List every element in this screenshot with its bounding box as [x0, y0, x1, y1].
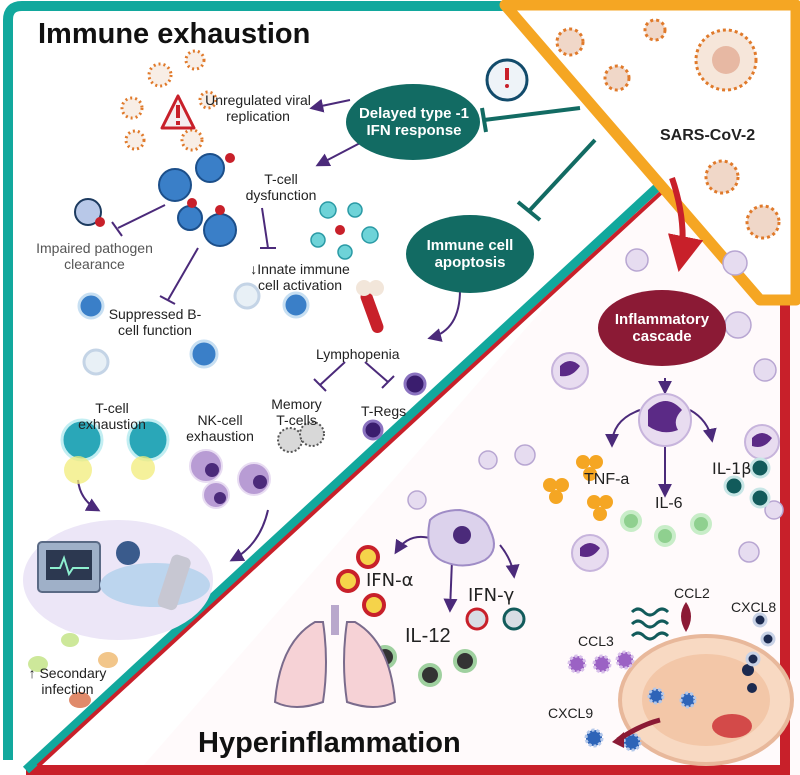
- il12-label: IL-12: [405, 625, 451, 647]
- il1b-label: IL-1β: [712, 459, 752, 478]
- ccl2-signal: [630, 607, 670, 641]
- sars-cov-2-label: SARS-CoV-2: [660, 127, 756, 144]
- virus-cluster-sars: [555, 18, 781, 240]
- b-cell-label: Suppressed B-cell function: [108, 306, 202, 338]
- impaired-clearance-label: Impaired pathogen clearance: [36, 240, 153, 272]
- teal-border: [3, 1, 560, 760]
- cxcl8-cytokines: [745, 612, 776, 667]
- red-arrow: [667, 177, 704, 273]
- ifng-cytokines: [465, 607, 526, 631]
- innate-cell-cluster: [310, 201, 379, 260]
- apoptosis-label: Immune cell apoptosis: [426, 237, 514, 271]
- inhibition-bars: [111, 204, 395, 392]
- warning-icon: [160, 94, 196, 130]
- il6-cytokines: [620, 510, 712, 547]
- lavender-cells-hyper: [407, 248, 784, 563]
- ccl2-drop-icon: [681, 602, 691, 632]
- tnf-cytokines: [543, 455, 613, 521]
- x-markers: [187, 153, 345, 235]
- blood-vessel-icon: [618, 634, 794, 766]
- ifng-label: IFN-γ: [468, 585, 515, 606]
- cxcl8-label: CXCL8: [731, 599, 777, 615]
- virus-cluster-replication: [120, 49, 218, 152]
- innate-activation-label: ↓Innate immune cell activation: [250, 261, 350, 293]
- patient-ventilator-icon: [23, 520, 213, 640]
- delayed-ifn-bubble: [346, 84, 480, 160]
- ccl2-label: CCL2: [674, 585, 710, 601]
- diagonal-divider: [22, 177, 668, 774]
- macrophage-icon: [427, 508, 495, 567]
- t-cell-dysfunction-label: T-cell dysfunction: [245, 171, 317, 203]
- t-regs-label: T-Regs: [361, 403, 407, 419]
- apoptosis-bubble: [406, 215, 534, 293]
- inhibition-lines-teal: [480, 106, 597, 222]
- alarm-clock-icon: [485, 58, 529, 102]
- secondary-infection-label: ↑ Secondary infection: [28, 665, 107, 697]
- lung-icon: [273, 605, 397, 708]
- cxcl9-label: CXCL9: [548, 705, 594, 721]
- neutrophil-nuclei: [560, 361, 772, 557]
- treg-cells: [362, 372, 427, 441]
- b-cells: [77, 282, 310, 376]
- diagonal-divider-red: [36, 188, 666, 768]
- title-hyperinflammation: Hyperinflammation: [198, 727, 461, 759]
- t-cell-exhaustion-label: T-cell exhaustion: [78, 400, 146, 432]
- il6-label: IL-6: [655, 495, 683, 512]
- bone-icon: [356, 280, 384, 334]
- tnf-label: TNF-a: [584, 471, 630, 488]
- phagocyte-icon: [74, 198, 105, 227]
- memory-t-cells-label: Memory T-cells: [271, 396, 322, 428]
- cxcl9-arrowhead: [612, 732, 624, 748]
- memory-t-cells: [277, 421, 325, 453]
- bacteria-icon: [28, 633, 118, 708]
- red-border: [26, 280, 790, 775]
- inflammatory-label: Inflammatory cascade: [614, 311, 710, 345]
- ifna-label: IFN-α: [366, 570, 414, 591]
- unregulated-replication-label: Unregulated viral replication: [205, 92, 311, 124]
- title-immune-exhaustion: Immune exhaustion: [38, 18, 311, 50]
- nk-nuclei: [205, 463, 267, 504]
- il1b-cytokines: [723, 457, 771, 509]
- exhausted-t-cells: [60, 418, 170, 484]
- nk-exhaustion-label: NK-cell exhaustion: [186, 412, 254, 444]
- ifna-cytokines: [336, 545, 386, 617]
- ccl3-label: CCL3: [578, 633, 614, 649]
- ccl3-cytokines: [567, 650, 635, 674]
- delayed-ifn-label: Delayed type -1 IFN response: [358, 105, 470, 139]
- inflammatory-bubble: [598, 290, 726, 366]
- lymphopenia-label: Lymphopenia: [316, 346, 400, 362]
